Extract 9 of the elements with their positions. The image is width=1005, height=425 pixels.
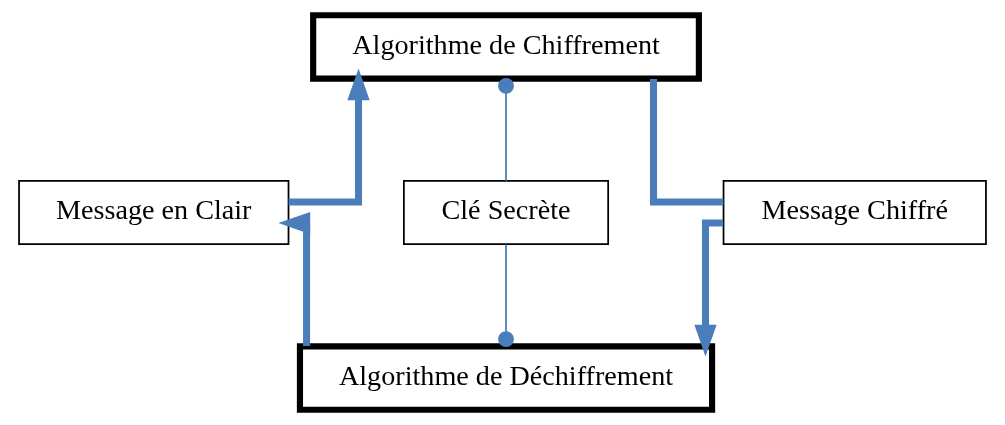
arrow (288, 68, 370, 206)
connector (498, 78, 514, 182)
connector (498, 243, 514, 348)
node-box: Message Chiffré (722, 179, 987, 246)
arrow (694, 219, 724, 357)
node-box: Clé Secrète (403, 179, 610, 246)
node-box: Algorithme de Chiffrement (310, 12, 702, 82)
node-box: Message en Clair (18, 179, 290, 246)
node-box: Algorithme de Déchiffrement (296, 343, 716, 413)
